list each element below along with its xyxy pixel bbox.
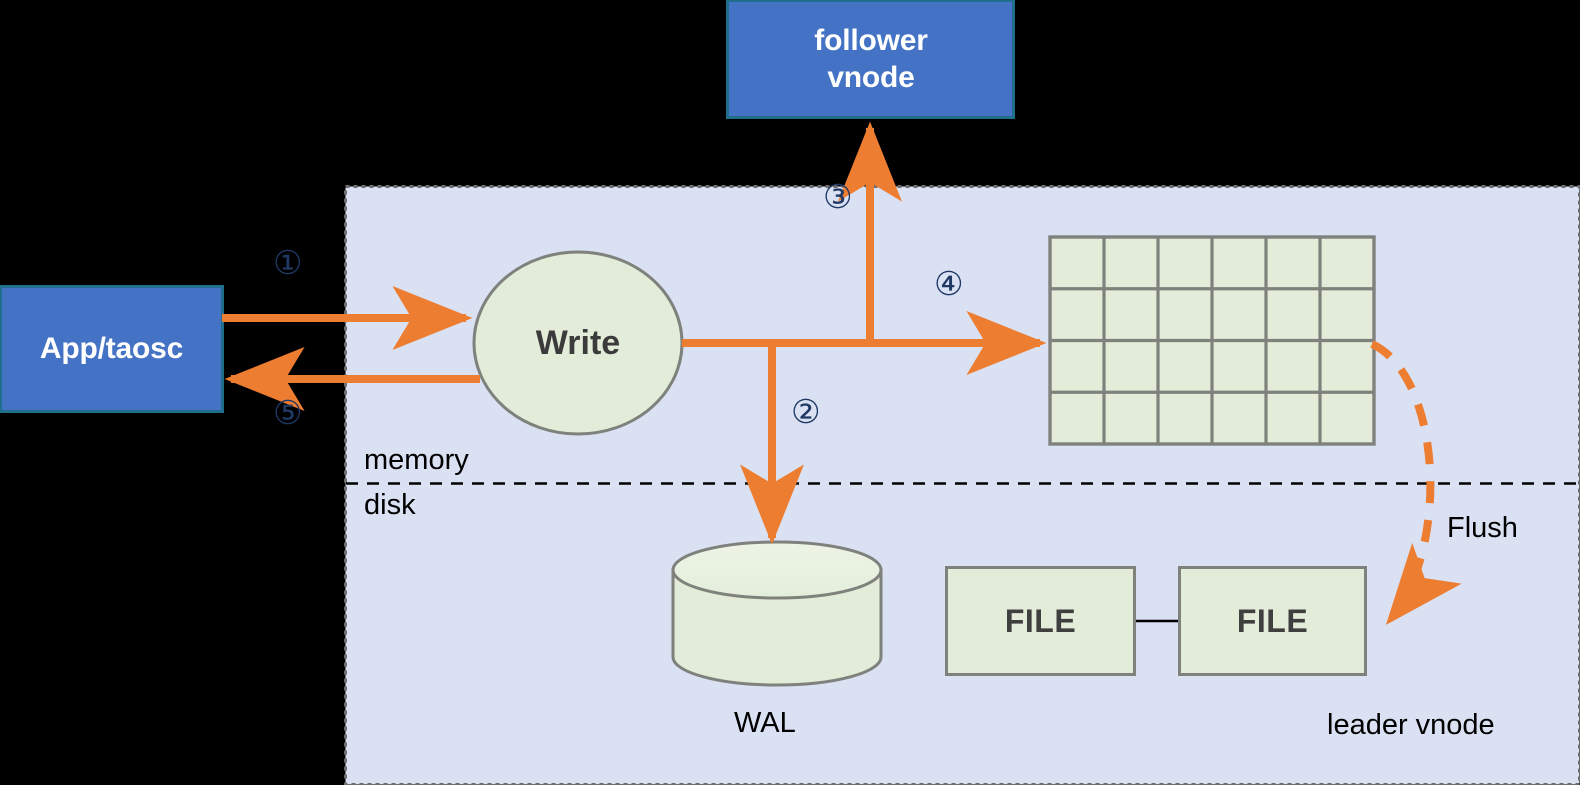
memory-label: memory <box>364 444 469 476</box>
step-number-2: ② <box>791 393 821 430</box>
wal-cylinder[interactable] <box>671 540 883 687</box>
step-number-1: ① <box>273 244 303 281</box>
app-taosc-box[interactable] <box>0 285 224 413</box>
leader-vnode-caption: leader vnode <box>1327 709 1495 741</box>
wal-caption: WAL <box>734 707 796 739</box>
flush-label: Flush <box>1447 512 1518 544</box>
step-number-3: ③ <box>823 178 853 215</box>
file-box-2[interactable] <box>1178 566 1367 676</box>
step-number-5: ⑤ <box>273 394 303 431</box>
memtable-grid[interactable] <box>1048 235 1376 446</box>
step-number-4: ④ <box>934 265 964 302</box>
disk-label: disk <box>364 489 416 521</box>
follower-vnode-box[interactable] <box>726 0 1015 119</box>
file-box-1[interactable] <box>945 566 1136 676</box>
write-ellipse[interactable] <box>472 250 684 436</box>
